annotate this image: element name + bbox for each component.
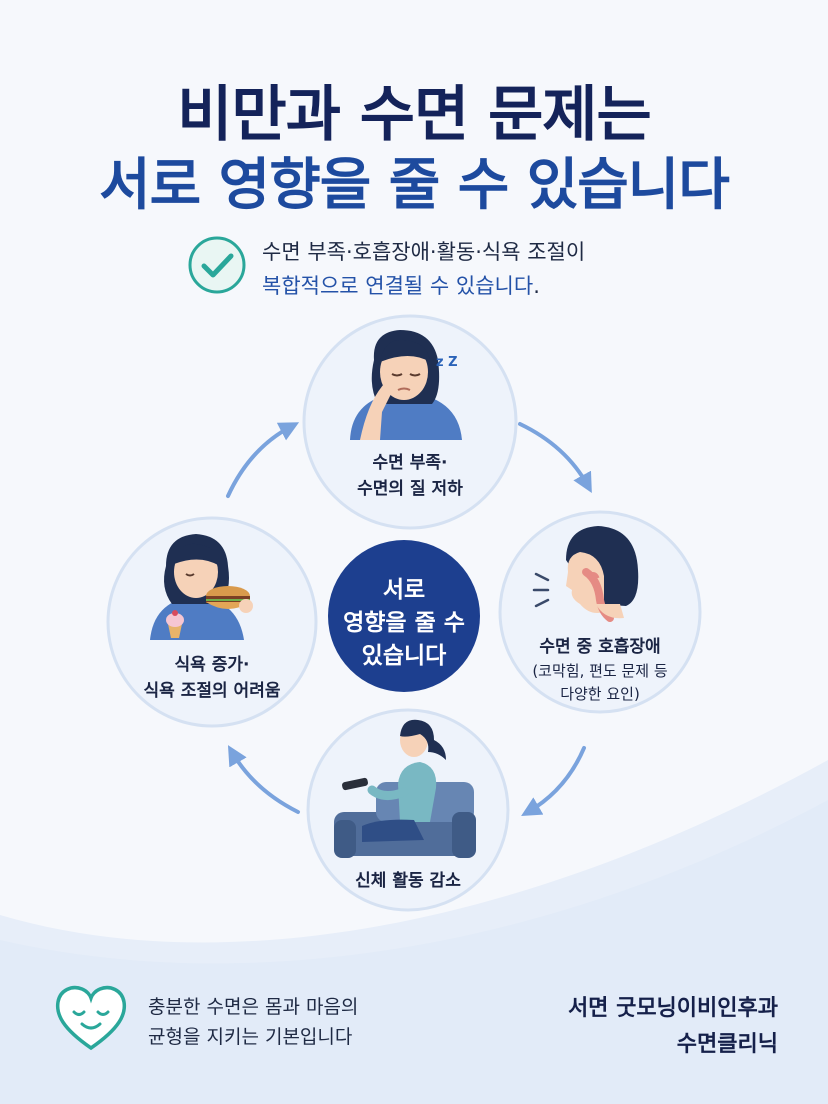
subtitle-line-2: 복합적으로 연결될 수 있습니다. <box>262 270 540 300</box>
eating-person-illustration <box>150 534 253 640</box>
label-left-line-2: 식욕 조절의 어려움 <box>143 681 281 701</box>
label-reduced-activity: 신체 활동 감소 <box>318 868 498 894</box>
subtitle-period: . <box>533 274 540 298</box>
check-circle-icon <box>188 236 246 294</box>
sofa-person-illustration <box>334 719 476 858</box>
page-title-line-1: 비만과 수면 문제는 <box>177 80 651 150</box>
center-message: 서로 영향을 줄 수 있습니다 <box>328 574 480 673</box>
clinic-name-line-2: 수면클리닉 <box>676 1032 778 1057</box>
circle-center <box>328 540 480 692</box>
breathing-person-illustration <box>532 526 639 622</box>
label-right-line-2: (코막힘, 편도 문제 등 <box>532 662 668 680</box>
center-line-1: 서로 <box>382 577 426 603</box>
arrow-top-to-right <box>518 422 592 494</box>
tired-person-illustration: z Z <box>350 330 462 440</box>
arrow-right-to-bottom <box>521 746 586 817</box>
smiling-heart-icon <box>55 985 127 1051</box>
arrow-left-to-top <box>226 422 300 498</box>
clinic-name-line-1: 서면 굿모닝이비인후과 <box>567 996 778 1021</box>
zz-text: z Z <box>436 355 458 370</box>
label-top-line-2: 수면의 질 저하 <box>357 479 463 499</box>
page-title-line-2: 서로 영향을 줄 수 있습니다 <box>99 153 730 218</box>
footer-message-line-1: 충분한 수면은 몸과 마음의 <box>148 996 359 1018</box>
label-left-line-1: 식욕 증가· <box>174 655 250 675</box>
label-right-line-3: 다양한 요인) <box>560 685 640 703</box>
label-increased-appetite: 식욕 증가· 식욕 조절의 어려움 <box>122 652 302 704</box>
subtitle-line-1: 수면 부족·호흡장애·활동·식욕 조절이 <box>262 240 586 264</box>
footer-message-line-2: 균형을 지키는 기본입니다 <box>148 1026 353 1048</box>
arrow-bottom-to-left <box>227 745 300 814</box>
label-top-line-1: 수면 부족· <box>372 453 448 473</box>
label-sleep-deprivation: 수면 부족· 수면의 질 저하 <box>320 450 500 502</box>
center-line-3: 있습니다 <box>361 643 447 669</box>
label-bottom-line-1: 신체 활동 감소 <box>355 871 461 891</box>
center-line-2: 영향을 줄 수 <box>343 610 465 636</box>
label-right-line-1: 수면 중 호흡장애 <box>539 637 661 657</box>
subtitle-highlight: 복합적으로 연결될 수 있습니다 <box>262 274 534 298</box>
label-sleep-breathing-disorder: 수면 중 호흡장애 (코막힘, 편도 문제 등 다양한 요인) <box>510 634 690 706</box>
cycle-arrows <box>226 422 592 817</box>
